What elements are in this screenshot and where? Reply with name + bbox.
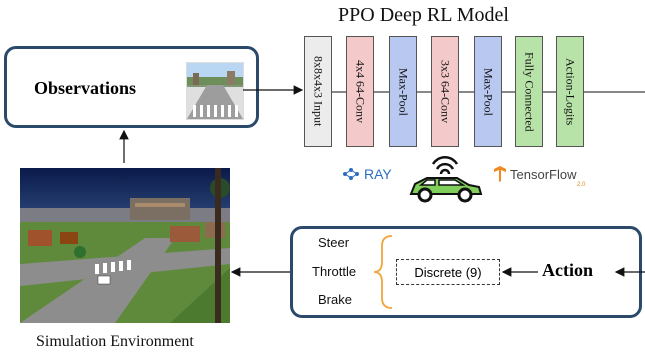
simulation-label: Simulation Environment	[36, 333, 194, 350]
ray-logo-text: RAY	[364, 166, 392, 182]
simulation-environment-image	[20, 168, 230, 323]
control-steer: Steer	[318, 235, 350, 250]
discrete-action-box: Discrete (9)	[396, 259, 500, 285]
tensorflow-logo-icon	[494, 166, 506, 182]
observations-box	[4, 46, 259, 128]
discrete-action-label: Discrete (9)	[414, 264, 482, 280]
action-label: Action	[542, 260, 593, 280]
layer-maxpool-1: Max-Pool	[389, 36, 417, 147]
tensorflow-logo: TensorFlow 2.0	[493, 166, 585, 188]
wireless-car-icon	[409, 155, 483, 203]
ray-logo: RAY	[342, 166, 392, 182]
observations-label: Observations	[34, 78, 137, 98]
layer-action-logits: Action-Logits	[556, 36, 584, 147]
observation-camera-thumbnail	[186, 62, 244, 120]
control-throttle: Throttle	[312, 264, 357, 279]
layer-input: 8x8x4x3 Input	[304, 36, 332, 147]
layer-conv-1: 4x4 64-Conv	[346, 36, 374, 147]
ray-logo-icon	[343, 168, 359, 180]
layer-fully-connected: Fully Connected	[515, 36, 543, 147]
layer-maxpool-2: Max-Pool	[474, 36, 502, 147]
layer-conv-2: 3x3 64-Conv	[431, 36, 459, 147]
tensorflow-version: 2.0	[577, 182, 586, 188]
diagram-title: PPO Deep RL Model	[338, 4, 509, 26]
control-brake: Brake	[318, 292, 352, 307]
tensorflow-logo-text: TensorFlow	[510, 166, 577, 182]
